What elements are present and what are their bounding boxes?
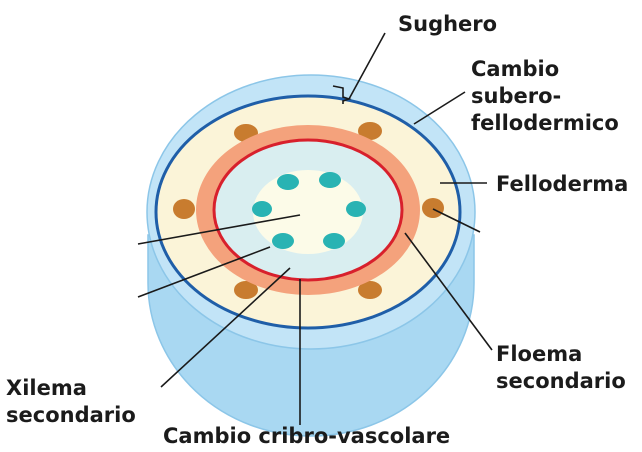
vascular-bundle xyxy=(346,201,366,217)
label-line: fellodermico xyxy=(471,111,619,135)
label-line: Cambio xyxy=(471,57,560,81)
phloem-wedge xyxy=(422,198,444,218)
label-cambio-subero-fellodermico: Cambio subero- fellodermico xyxy=(471,56,619,137)
label-line: secondario xyxy=(6,403,136,427)
vascular-bundle xyxy=(252,201,272,217)
label-line: Xilema xyxy=(6,376,87,400)
label-sughero: Sughero xyxy=(398,12,498,36)
label-line: secondario xyxy=(496,369,626,393)
leader-floema xyxy=(404,232,493,351)
leader-bundle xyxy=(137,246,271,298)
vascular-bundle xyxy=(272,233,294,249)
phloem-wedge xyxy=(234,281,258,299)
phloem-wedge xyxy=(173,199,195,219)
phloem-wedge xyxy=(358,122,382,140)
leader-cambio-subero xyxy=(413,91,466,125)
vascular-bundle xyxy=(319,172,341,188)
label-line: Floema xyxy=(496,342,583,366)
vascular-bundle xyxy=(323,233,345,249)
label-cambio-cribro-vascolare: Cambio cribro-vascolare xyxy=(163,424,451,448)
cork-bracket xyxy=(332,85,352,104)
leader-lines xyxy=(137,32,493,425)
leader-right-tip xyxy=(432,208,481,233)
vascular-bundles xyxy=(252,172,366,249)
phloem-wedge xyxy=(358,281,382,299)
label-floema-secondario: Floema secondario xyxy=(496,341,626,395)
label-line: subero- xyxy=(471,84,562,108)
pith xyxy=(253,170,363,254)
vascular-bundle xyxy=(277,174,299,190)
leader-pith xyxy=(137,214,301,245)
label-felloderma: Felloderma xyxy=(496,172,629,196)
leader-xilema xyxy=(160,267,291,388)
leader-sughero xyxy=(348,32,386,100)
label-xilema-secondario: Xilema secondario xyxy=(6,375,136,429)
